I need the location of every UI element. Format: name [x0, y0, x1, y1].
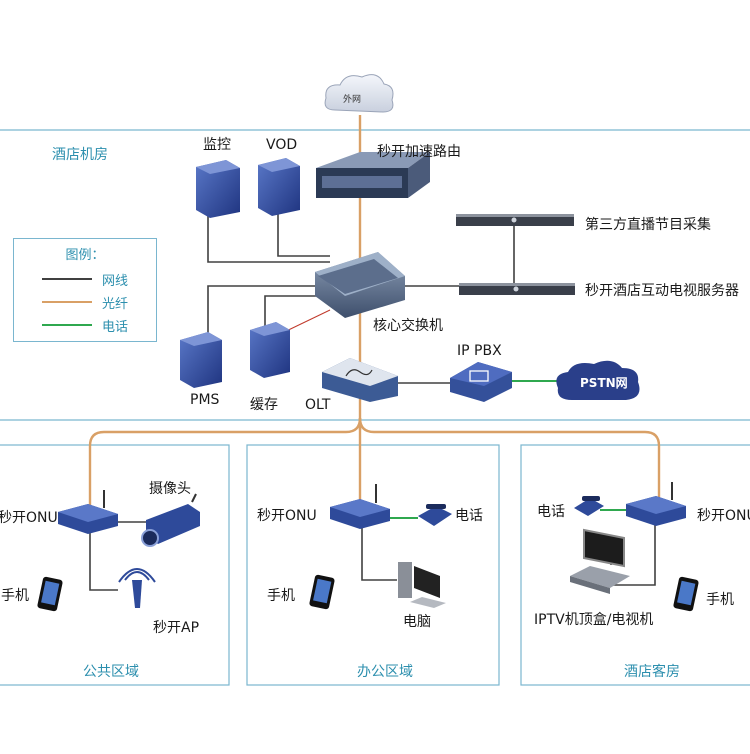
- pms-label: PMS: [190, 392, 220, 408]
- legend-phone: 电话: [14, 315, 156, 335]
- onu-office-label: 秒开ONU: [257, 508, 317, 524]
- public-area-label: 公共区域: [83, 664, 139, 680]
- mobile-phone-office-icon: [309, 574, 335, 610]
- core-switch-label: 核心交换机: [373, 318, 443, 334]
- zone-frames: [0, 129, 750, 686]
- pc-icon: [398, 562, 446, 608]
- telephone-office-icon: [418, 504, 452, 526]
- cache-label: 缓存: [250, 397, 278, 413]
- phone-room-label: 手机: [706, 592, 734, 608]
- phone-public-label: 手机: [1, 588, 29, 604]
- legend-network-label: 网线: [102, 274, 129, 289]
- machine-room-label: 酒店机房: [52, 147, 108, 163]
- live-capture-label: 第三方直播节目采集: [585, 217, 711, 233]
- legend-phone-swatch: [42, 324, 92, 326]
- pstn-cloud: [556, 360, 640, 400]
- telephone-room-label: 电话: [537, 504, 565, 520]
- pc-label: 电脑: [403, 614, 431, 630]
- onu-room-icon: [626, 482, 686, 526]
- internet-cloud: [324, 74, 394, 113]
- office-area-frame: [246, 444, 500, 686]
- ap-label: 秒开AP: [153, 620, 200, 636]
- wifi-ap-icon: [118, 568, 156, 608]
- tv-server-rack-icon: [459, 283, 575, 295]
- legend-phone-label: 电话: [102, 320, 129, 335]
- ip-pbx-icon: [450, 362, 512, 402]
- mobile-phone-room-icon: [673, 576, 699, 612]
- phone-links: [385, 380, 630, 519]
- public-area-frame: [0, 444, 230, 686]
- tv-server-label: 秒开酒店互动电视服务器: [585, 283, 739, 299]
- olt-icon: [322, 358, 398, 402]
- guest-room-frame: [520, 444, 750, 686]
- ip-pbx-label: IP PBX: [457, 343, 502, 359]
- tv-icon: [583, 528, 625, 568]
- pstn-cloud-label: PSTN网: [580, 376, 628, 390]
- office-area-label: 办公区域: [357, 664, 413, 680]
- router-label: 秒开加速路由: [377, 144, 461, 160]
- phone-office-label: 手机: [267, 588, 295, 604]
- legend-fiber: 光纤: [14, 292, 156, 312]
- onu-office-icon: [330, 484, 390, 529]
- mobile-phone-public-icon: [37, 576, 63, 612]
- legend-fiber-label: 光纤: [102, 297, 129, 312]
- pms-server-icon: [180, 332, 222, 388]
- camera-icon: [141, 493, 200, 547]
- camera-label: 摄像头: [149, 481, 191, 497]
- monitor-server-icon: [196, 160, 240, 218]
- guest-room-label: 酒店客房: [624, 664, 680, 680]
- vod-label: VOD: [266, 137, 298, 153]
- legend-fiber-swatch: [42, 301, 92, 303]
- iptv-label: IPTV机顶盒/电视机: [534, 612, 654, 628]
- onu-public-label: 秒开ONU: [0, 510, 58, 526]
- legend-title: 图例：: [65, 248, 105, 263]
- onu-public-icon: [58, 490, 118, 534]
- olt-label: OLT: [305, 397, 331, 413]
- router-icon: [316, 152, 430, 198]
- live-capture-rack-icon: [456, 214, 574, 226]
- internet-cloud-label: 外网: [343, 95, 362, 105]
- vod-server-icon: [258, 158, 300, 216]
- monitor-label: 监控: [203, 137, 231, 153]
- legend-network: 网线: [14, 269, 156, 289]
- legend-network-swatch: [42, 278, 92, 280]
- set-top-box-icon: [570, 566, 630, 594]
- telephone-office-label: 电话: [455, 508, 483, 524]
- telephone-room-icon: [574, 496, 604, 516]
- core-switch-icon: [315, 252, 405, 318]
- onu-room-label: 秒开ONU: [697, 508, 750, 524]
- legend: 图例： 网线 光纤 电话: [13, 238, 157, 342]
- cache-server-icon: [250, 322, 290, 378]
